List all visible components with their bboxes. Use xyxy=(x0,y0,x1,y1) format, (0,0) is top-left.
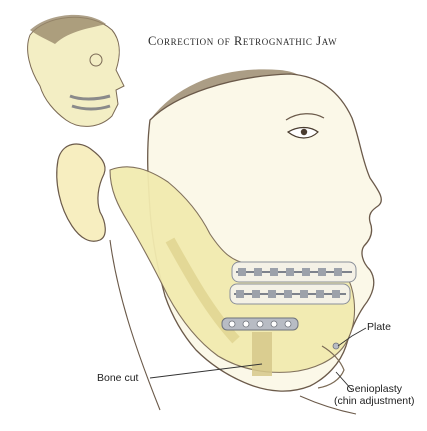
bone-cut-label: Bone cut xyxy=(97,372,138,384)
genioplasty-label-sub: (chin adjustment) xyxy=(334,395,415,407)
upper-teeth xyxy=(232,262,356,282)
lower-teeth xyxy=(230,284,350,304)
diagram-title: Correction of Retrognathic Jaw xyxy=(148,34,418,49)
genioplasty-label: Genioplasty (chin adjustment) xyxy=(334,383,415,407)
plate-label: Plate xyxy=(367,321,391,333)
fixation-plate xyxy=(222,318,298,330)
genioplasty-label-main: Genioplasty xyxy=(334,383,415,395)
bone-cut-band xyxy=(252,332,272,376)
inset-skull-profile xyxy=(28,15,124,127)
